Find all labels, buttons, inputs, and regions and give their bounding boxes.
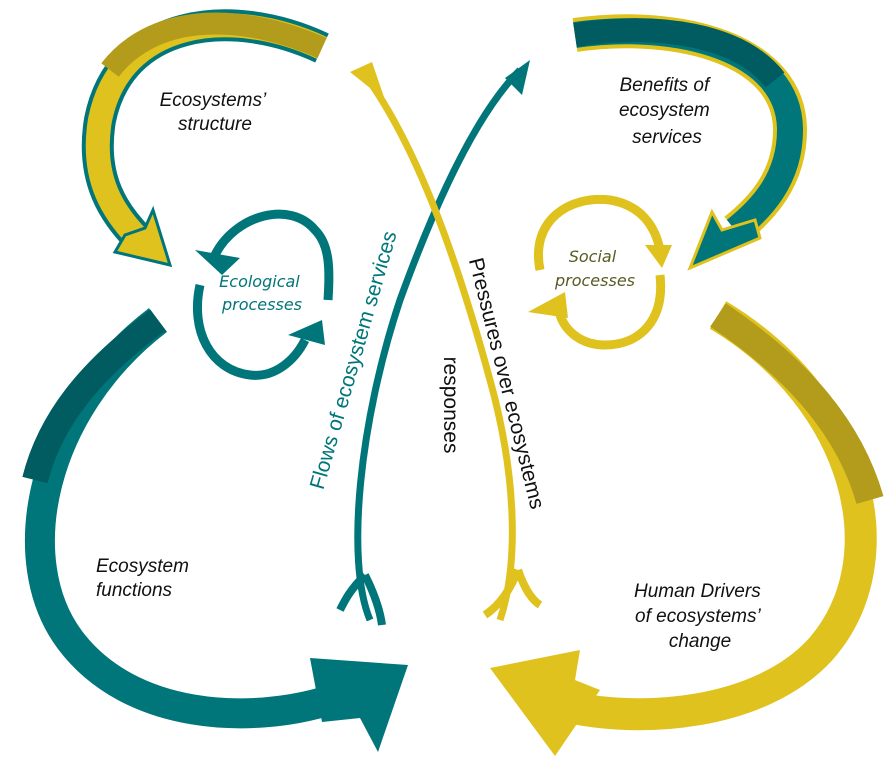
structure-arrow: [81, 9, 329, 268]
benefits-arrow: [572, 14, 808, 271]
benefits-label: Benefits of ecosystem services: [619, 75, 715, 148]
drivers-arrow: [490, 301, 884, 756]
functions-arrow: [22, 308, 408, 752]
drivers-label: Human Drivers of ecosystems’ change: [634, 581, 766, 652]
functions-label: Ecosystem functions: [96, 556, 194, 601]
social-label: Social processes: [554, 247, 635, 290]
structure-label: Ecosystems’ structure: [160, 90, 271, 135]
flows-curve: [336, 60, 530, 626]
ecological-cycle: [192, 209, 334, 380]
ecological-label: Ecological processes: [219, 272, 305, 314]
responses-label: responses: [439, 357, 462, 454]
social-cycle: [528, 194, 672, 350]
flows-label: Flows of ecosystem services: [306, 229, 402, 492]
pressures-curve: [350, 62, 543, 622]
